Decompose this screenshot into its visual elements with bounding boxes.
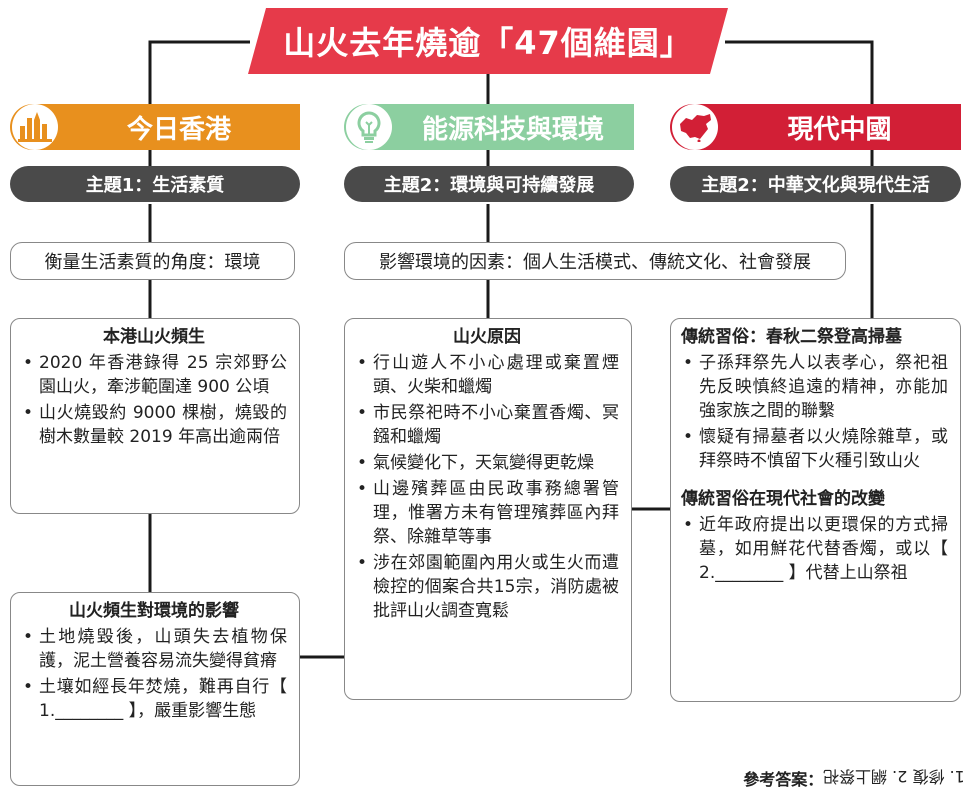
list-item: 子孫拜祭先人以表孝心，祭祀祖先反映慎終追遠的精神，亦能加強家族之間的聯繫 — [681, 351, 948, 423]
list-item: 市民祭祀時不小心棄置香燭、冥鏹和蠟燭 — [355, 401, 619, 449]
category-label: 現代中國 — [787, 114, 892, 145]
theme-bar-china: 主題2：中華文化與現代生活 — [670, 166, 961, 202]
factors-pill-energy: 影響環境的因素：個人生活模式、傳統文化、社會發展 — [344, 242, 846, 280]
answer-label: 參考答案： — [743, 770, 824, 789]
list-item: 土壤如經長年焚燒，難再自行【 1.________ 】，嚴重影響生態 — [21, 675, 287, 723]
box-title: 傳統習俗：春秋二祭登高掃墓 — [681, 327, 902, 347]
category-label: 能源科技與環境 — [421, 114, 604, 145]
answer-text: 1. 修復 2. 網上祭祀 — [823, 767, 965, 786]
page-title: 山火去年燒逾「47個維園」 — [283, 24, 693, 62]
category-energy-technology: 能源科技與環境 — [344, 104, 634, 150]
list-item: 土地燒毀後，山頭失去植物保護，泥土營養容易流失變得貧瘠 — [21, 625, 287, 673]
box-title: 山火原因 — [453, 327, 521, 347]
list-item: 山火燒毀約 9000 棵樹，燒毀的樹木數量較 2019 年高出逾兩倍 — [21, 401, 287, 449]
skyline-icon — [12, 104, 58, 150]
box-fire-causes: 山火原因 行山遊人不小心處理或棄置煙頭、火柴和蠟燭 市民祭祀時不小心棄置香燭、冥… — [344, 318, 632, 700]
reference-answer: 參考答案：1. 修復 2. 網上祭祀 — [690, 766, 965, 792]
china-map-icon — [672, 104, 718, 150]
box-traditional-custom: 傳統習俗：春秋二祭登高掃墓 子孫拜祭先人以表孝心，祭祀祖先反映慎終追遠的精神，亦… — [670, 318, 961, 702]
theme-bar-energy: 主題2：環境與可持續發展 — [344, 166, 634, 202]
perspective-pill-hk: 衡量生活素質的角度：環境 — [10, 242, 295, 280]
theme-bar-hk: 主題1：生活素質 — [10, 166, 300, 202]
category-hong-kong-today: 今日香港 — [10, 104, 300, 150]
connector-top-right — [725, 40, 874, 108]
list-item: 近年政府提出以更環保的方式掃墓，如用鮮花代替香燭，或以【 2.________ … — [681, 513, 948, 585]
title-banner: 山火去年燒逾「47個維園」 — [248, 8, 728, 74]
box-subtitle: 傳統習俗在現代社會的改變 — [681, 489, 885, 509]
connector-top-left — [148, 40, 250, 108]
category-label: 今日香港 — [126, 114, 231, 145]
box-hk-fires-frequent: 本港山火頻生 2020 年香港錄得 25 宗郊野公園山火，牽涉範圍達 900 公… — [10, 318, 300, 514]
box-title: 本港山火頻生 — [103, 327, 205, 347]
banner-shape — [248, 8, 728, 74]
list-item: 涉在郊園範圍內用火或生火而遭檢控的個案合共15宗，消防處被批評山火調查寬鬆 — [355, 551, 619, 623]
box-fire-environment-impact: 山火頻生對環境的影響 土地燒毀後，山頭失去植物保護，泥土營養容易流失變得貧瘠 土… — [10, 592, 300, 786]
list-item: 山邊殯葬區由民政事務總署管理，惟署方未有管理殯葬區內拜祭、除雜草等事 — [355, 477, 619, 549]
box-title: 山火頻生對環境的影響 — [69, 601, 239, 621]
lightbulb-icon — [346, 104, 392, 150]
category-modern-china: 現代中國 — [670, 104, 961, 150]
list-item: 懷疑有掃墓者以火燒除雜草，或拜祭時不慎留下火種引致山火 — [681, 425, 948, 473]
list-item: 行山遊人不小心處理或棄置煙頭、火柴和蠟燭 — [355, 351, 619, 399]
list-item: 氣候變化下，天氣變得更乾燥 — [355, 451, 619, 475]
list-item: 2020 年香港錄得 25 宗郊野公園山火，牽涉範圍達 900 公頃 — [21, 351, 287, 399]
